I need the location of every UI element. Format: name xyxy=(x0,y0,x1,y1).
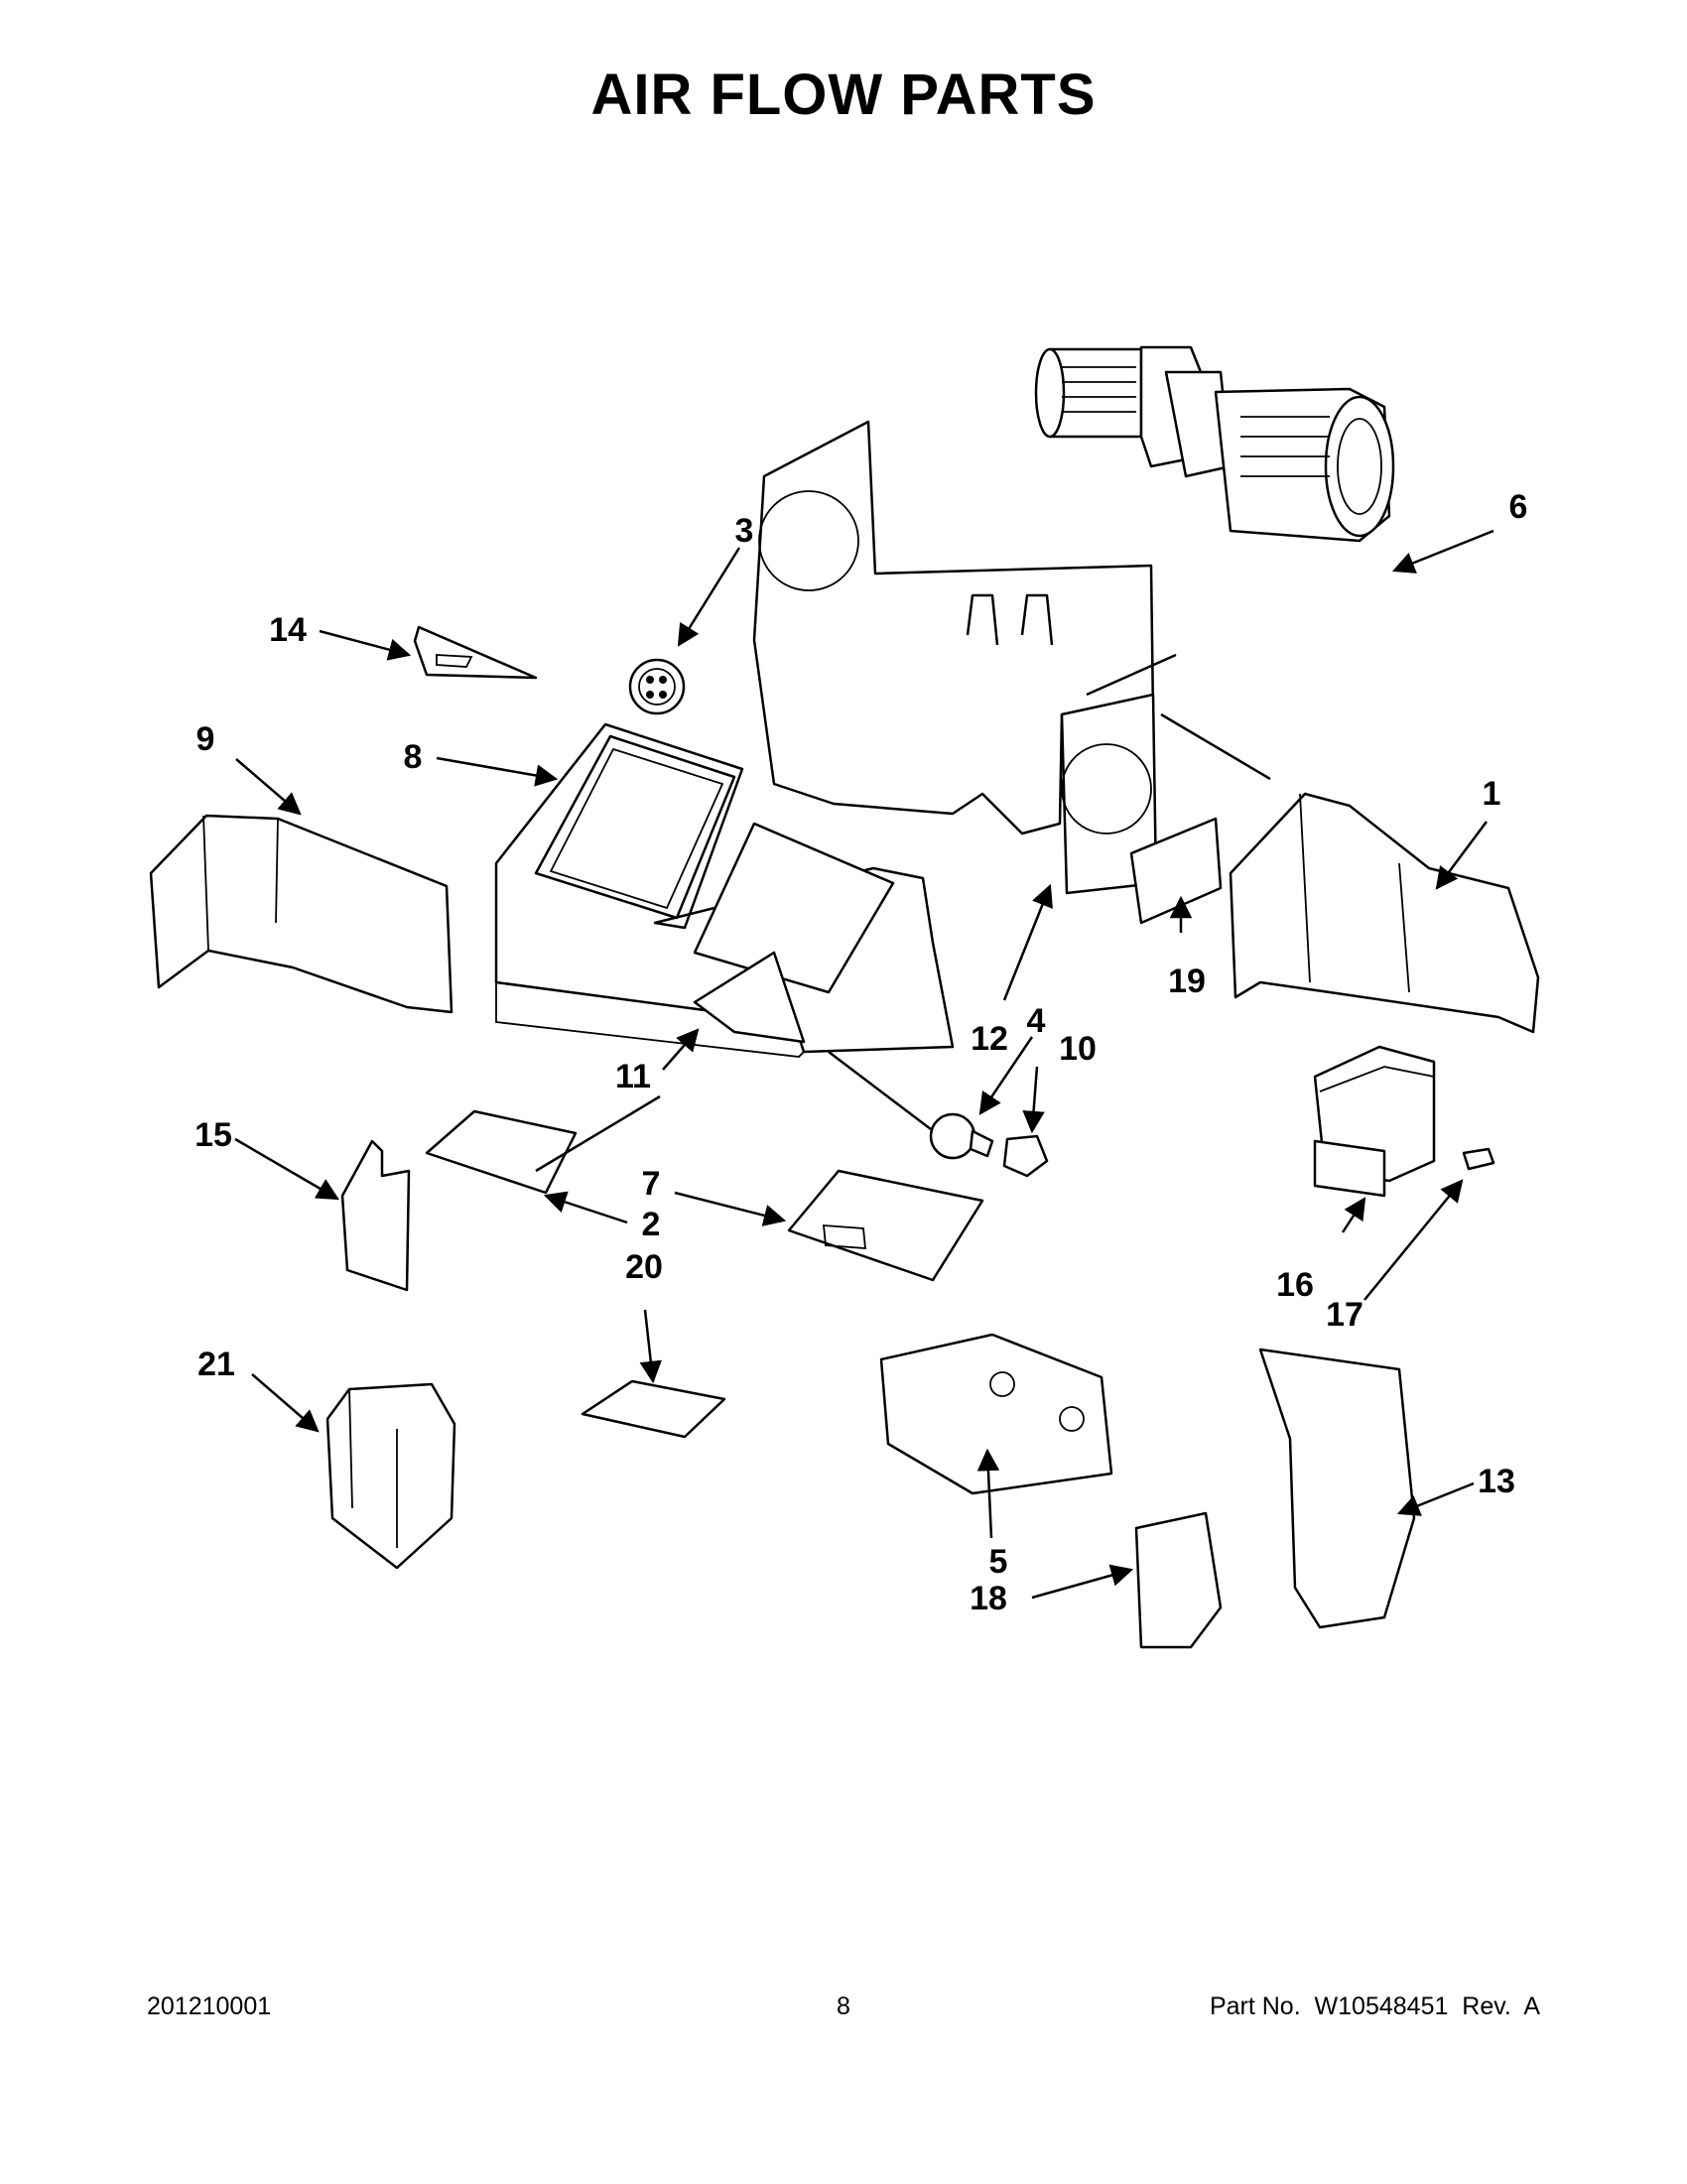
side-panel-part-9 xyxy=(149,814,454,1014)
callout-5: 5 xyxy=(989,1543,1008,1581)
document-number: 201210001 xyxy=(147,1992,272,2020)
callout-11: 11 xyxy=(615,1058,651,1095)
callout-21: 21 xyxy=(197,1346,235,1383)
callout-9: 9 xyxy=(196,720,215,758)
mount-bracket-part-5 xyxy=(879,1333,1113,1495)
callout-2: 2 xyxy=(642,1206,661,1243)
callout-19: 19 xyxy=(1168,963,1206,1000)
callout-10: 10 xyxy=(1059,1030,1097,1068)
blower-assembly-part-6 xyxy=(1034,345,1395,543)
socket-part-3 xyxy=(628,658,686,715)
gasket-part-20 xyxy=(581,1379,726,1439)
callout-12: 12 xyxy=(971,1020,1008,1058)
base-duct-part-7 xyxy=(787,1169,984,1282)
callout-17: 17 xyxy=(1326,1296,1363,1334)
callout-20: 20 xyxy=(625,1248,663,1286)
callout-4: 4 xyxy=(1027,1002,1046,1040)
callout-8: 8 xyxy=(404,738,423,776)
callout-18: 18 xyxy=(970,1580,1007,1617)
blower-plate-part-12 xyxy=(752,420,1158,895)
shield-plate-part-14 xyxy=(413,625,538,680)
thermostat-part-17 xyxy=(1462,1147,1495,1171)
plate-part-2 xyxy=(425,1109,578,1195)
callout-13: 13 xyxy=(1478,1463,1515,1500)
callout-3: 3 xyxy=(735,512,754,550)
small-plate-part-19 xyxy=(1129,817,1223,925)
callout-15: 15 xyxy=(195,1116,232,1154)
leader-lines xyxy=(234,529,1494,1600)
callout-14: 14 xyxy=(269,611,307,649)
callout-16: 16 xyxy=(1276,1266,1314,1304)
lamp-part-4 xyxy=(929,1112,994,1160)
fuse-part-10 xyxy=(1002,1134,1049,1178)
part-number: Part No. W10548451 Rev. A xyxy=(1209,1992,1540,2020)
exhaust-duct-part-1 xyxy=(1229,792,1540,1034)
callout-6: 6 xyxy=(1509,488,1528,526)
page-number: 8 xyxy=(837,1992,850,2020)
page-title: AIR FLOW PARTS xyxy=(590,63,1097,127)
callout-7: 7 xyxy=(642,1165,661,1203)
callout-1: 1 xyxy=(1483,775,1501,813)
side-bracket-part-13 xyxy=(1258,1348,1416,1629)
vent-guide-part-18 xyxy=(1134,1511,1223,1649)
callout-labels: 3 6 14 9 8 1 19 12 4 10 11 15 7 2 20 16 … xyxy=(195,488,1527,1617)
airflow-housing-part-8 xyxy=(494,722,955,1058)
transformer-part-16 xyxy=(1313,1045,1436,1198)
cover-part-21 xyxy=(325,1382,456,1570)
bracket-part-15 xyxy=(340,1139,411,1292)
